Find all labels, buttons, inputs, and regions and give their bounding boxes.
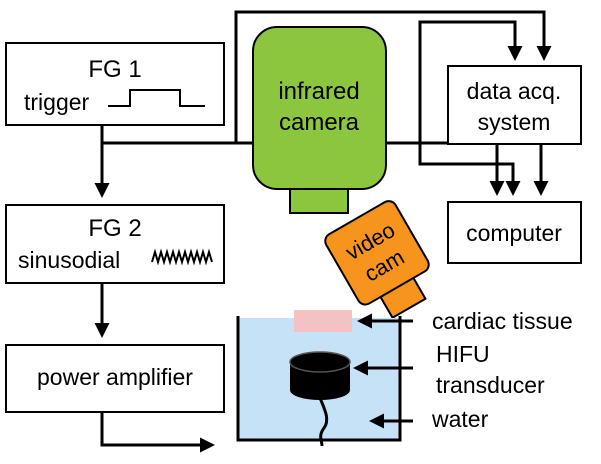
amplifier-box: power amplifier: [5, 344, 225, 413]
amplifier-label: power amplifier: [37, 364, 193, 390]
hifu-transducer: [289, 351, 351, 447]
daq-line2: system: [478, 109, 551, 135]
ir-camera-line1: infrared: [278, 78, 359, 105]
ir-camera-line2: camera: [279, 109, 360, 136]
wire-amplifier-to-tank: [100, 412, 215, 453]
daq-line1: data acq.: [467, 78, 562, 104]
tank-walls: [236, 316, 402, 442]
wire-camera-to-daq: [418, 20, 523, 61]
fg2-box: FG 2 sinusodial: [5, 204, 225, 284]
hifu-label-line2: transducer: [436, 372, 545, 398]
fg1-subtitle: trigger: [24, 89, 90, 115]
tissue-label: cardiac tissue: [432, 308, 573, 334]
sine-wave-icon: [151, 248, 213, 266]
fg2-title: FG 2: [88, 215, 141, 242]
video-camera: video cam: [324, 200, 430, 320]
trigger-pulse-icon: [108, 89, 205, 107]
cardiac-tissue-sample: [294, 310, 352, 332]
water-label: water: [431, 406, 489, 432]
fg1-box: FG 1 trigger: [5, 42, 225, 126]
computer-label: computer: [466, 220, 562, 246]
computer-box: computer: [447, 201, 582, 264]
daq-box: data acq. system: [447, 65, 582, 145]
wire-trigger-branch: [102, 10, 552, 145]
hifu-label-line1: HIFU: [436, 341, 490, 367]
water-tank: [236, 310, 413, 447]
fg2-subtitle: sinusodial: [18, 247, 120, 273]
wire-camera-to-computer: [418, 28, 521, 196]
fg1-title: FG 1: [88, 56, 141, 83]
infrared-camera: infrared camera: [252, 26, 387, 214]
